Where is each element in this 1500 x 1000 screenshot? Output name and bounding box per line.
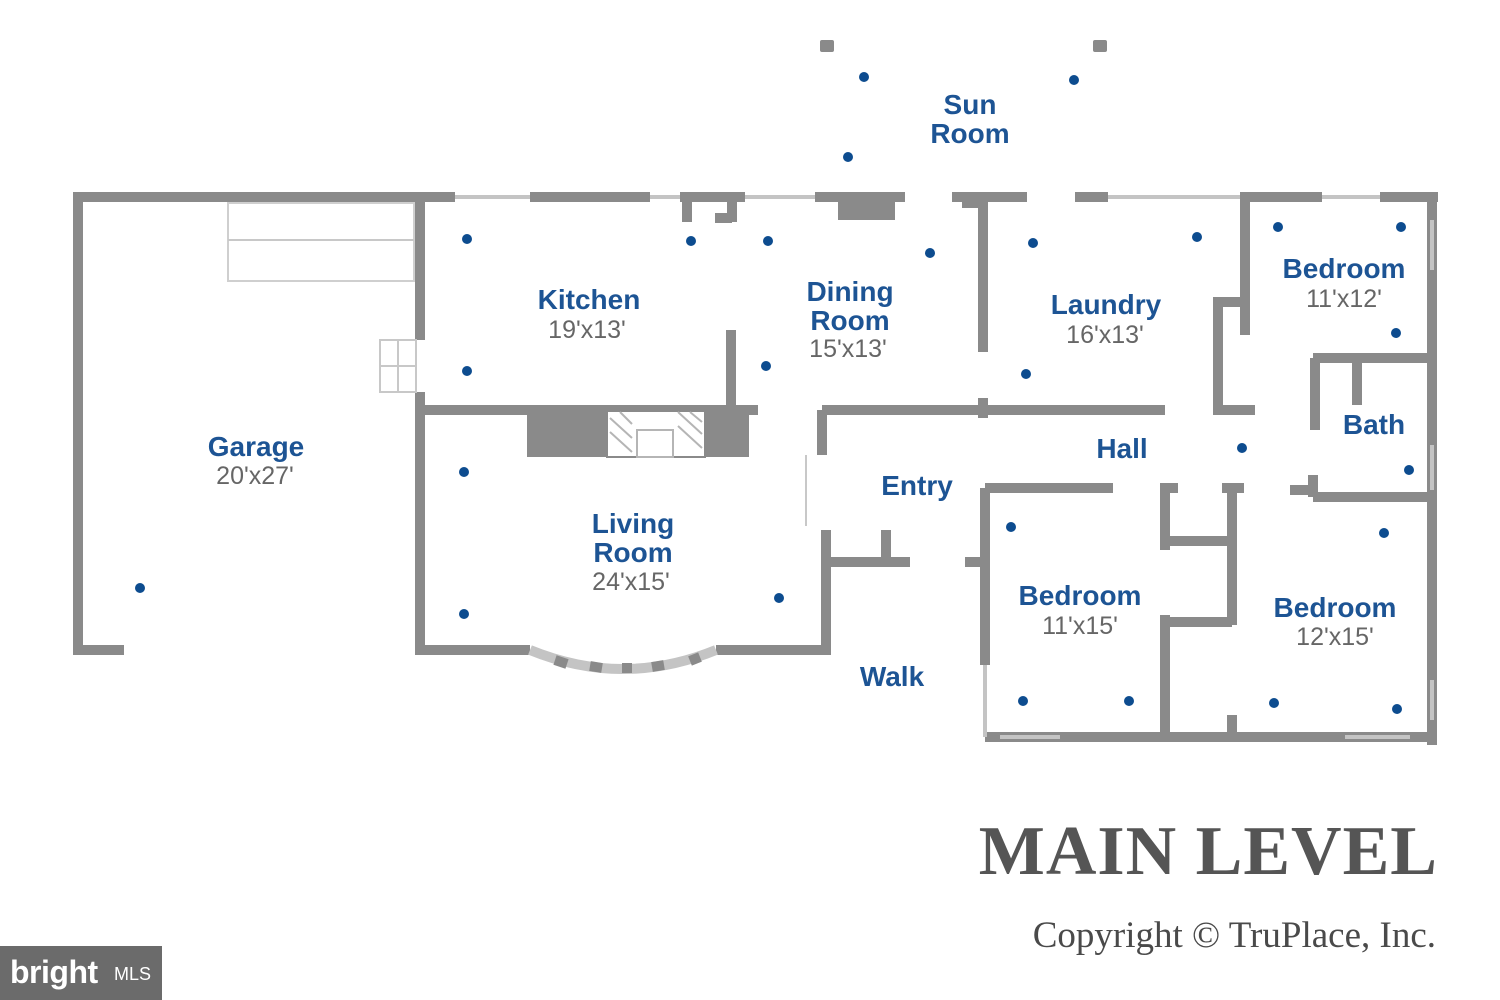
bedroom-se-dimensions: 12'x15': [1296, 623, 1374, 651]
kitchen-label: Kitchen: [537, 284, 641, 315]
entry-label: Entry: [881, 470, 953, 501]
walk-label: Walk: [859, 661, 925, 692]
laundry-dimensions: 16'x13': [1066, 321, 1144, 349]
badge-brand: bright: [10, 954, 98, 990]
bedroom-sw-dimensions: 11'x15': [1042, 612, 1118, 640]
dining-room-label: Dining Room: [806, 276, 894, 336]
markers: [135, 72, 1414, 714]
sun-room-label: Sun Room: [930, 89, 1010, 149]
garage-dimensions: 20'x27': [216, 462, 294, 490]
bedroom-ne-dimensions: 11'x12': [1306, 285, 1382, 313]
mls-badge: bright MLS: [0, 946, 162, 1000]
walls: [73, 40, 1438, 745]
hall-label: Hall: [1096, 433, 1148, 464]
kitchen-dimensions: 19'x13': [548, 316, 626, 344]
level-title: MAIN LEVEL: [978, 813, 1438, 890]
bedroom-ne-label: Bedroom: [1282, 253, 1406, 284]
living-room-label: Living Room: [591, 508, 675, 568]
bedroom-sw-label: Bedroom: [1018, 580, 1142, 611]
badge-suffix: MLS: [114, 964, 152, 984]
bedroom-se-label: Bedroom: [1273, 592, 1397, 623]
living-room-dimensions: 24'x15': [592, 568, 670, 596]
laundry-label: Laundry: [1050, 289, 1162, 320]
dining-room-dimensions: 15'x13': [809, 335, 887, 363]
garage-label: Garage: [207, 431, 305, 462]
bath-label: Bath: [1342, 409, 1406, 440]
copyright-notice: Copyright © TruPlace, Inc.: [1032, 915, 1436, 956]
